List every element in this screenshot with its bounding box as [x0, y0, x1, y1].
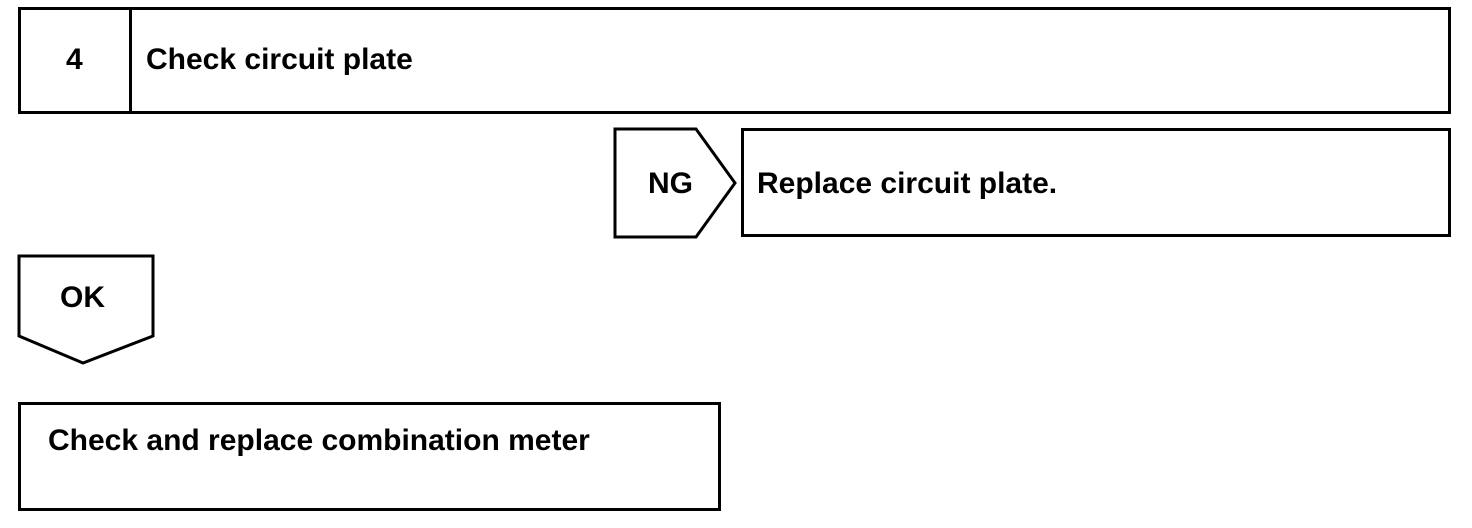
ng-label: NG [648, 167, 693, 200]
ok-action-box [18, 402, 721, 511]
ng-action-text: Replace circuit plate. [757, 167, 1058, 200]
step-divider [129, 7, 132, 114]
ok-action-text: Check and replace combination meter [48, 424, 590, 457]
ng-action-box [741, 128, 1451, 237]
ng-arrow-outline [613, 127, 737, 239]
ok-arrow-outline [17, 254, 155, 365]
step-title: Check circuit plate [146, 43, 413, 76]
step-number: 4 [66, 43, 83, 76]
step-box [18, 7, 1451, 114]
ok-label: OK [60, 281, 105, 314]
